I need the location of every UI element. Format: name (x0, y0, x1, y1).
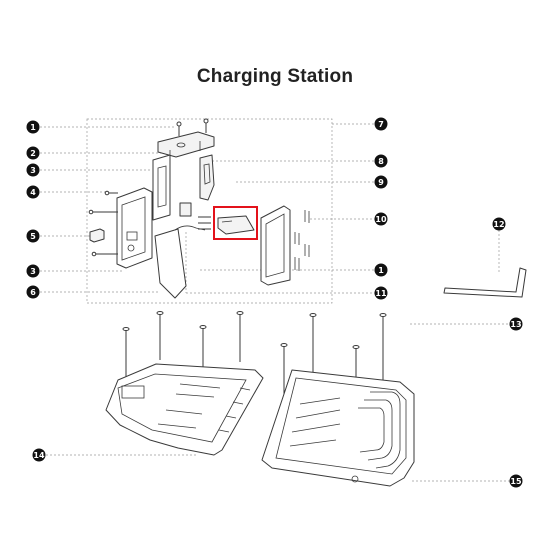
callout-8: 8 (374, 154, 388, 168)
part-pcb-board (217, 215, 255, 235)
svg-text:5: 5 (30, 232, 36, 241)
svg-text:7: 7 (378, 120, 384, 129)
part-side-bracket-upper (152, 154, 171, 221)
svg-text:6: 6 (30, 288, 36, 297)
screws-left (88, 190, 118, 257)
svg-text:12: 12 (493, 220, 504, 229)
screws-middle (198, 216, 211, 230)
highlight-box (213, 206, 258, 240)
callouts: 1 2 3 4 5 3 6 7 8 9 10 1 11 12 13 14 15 (26, 117, 523, 488)
callout-13: 13 (509, 317, 523, 331)
svg-text:1: 1 (378, 266, 384, 275)
svg-text:3: 3 (30, 267, 36, 276)
part-contact-plate-right (199, 154, 215, 201)
part-clips (294, 210, 310, 271)
callout-12: 12 (492, 217, 506, 231)
page-title: Charging Station (196, 66, 354, 87)
svg-text:10: 10 (375, 215, 387, 224)
assembly-group-box (86, 118, 333, 304)
part-top-bracket (157, 131, 215, 160)
part-connector (89, 228, 105, 243)
svg-text:13: 13 (510, 320, 521, 329)
callout-7: 7 (374, 117, 388, 131)
svg-text:3: 3 (30, 166, 36, 175)
callout-1: 1 (374, 263, 388, 277)
part-back-housing (116, 187, 153, 269)
callout-9: 9 (374, 175, 388, 189)
screws-top (176, 118, 209, 136)
callout-14: 14 (32, 448, 46, 462)
leader-lines (40, 123, 510, 482)
part-cable-block (174, 202, 206, 231)
callout-3: 3 (26, 264, 40, 278)
svg-text:9: 9 (378, 178, 384, 187)
svg-text:8: 8 (378, 157, 384, 166)
part-hex-key (443, 267, 527, 298)
callout-5: 5 (26, 229, 40, 243)
callout-3: 3 (26, 163, 40, 177)
callout-1: 1 (26, 120, 40, 134)
callout-15: 15 (509, 474, 523, 488)
svg-text:14: 14 (33, 451, 45, 460)
svg-text:2: 2 (30, 149, 36, 158)
part-front-cover (154, 228, 187, 299)
callout-11: 11 (374, 286, 388, 300)
callout-4: 4 (26, 185, 40, 199)
part-base-plate-right (261, 369, 415, 487)
callout-10: 10 (374, 212, 388, 226)
svg-text:1: 1 (30, 123, 36, 132)
callout-6: 6 (26, 285, 40, 299)
part-right-housing (260, 205, 291, 286)
svg-text:4: 4 (30, 188, 36, 197)
callout-2: 2 (26, 146, 40, 160)
svg-text:15: 15 (510, 477, 522, 486)
part-base-plate-left (105, 363, 264, 456)
svg-text:11: 11 (375, 289, 387, 298)
